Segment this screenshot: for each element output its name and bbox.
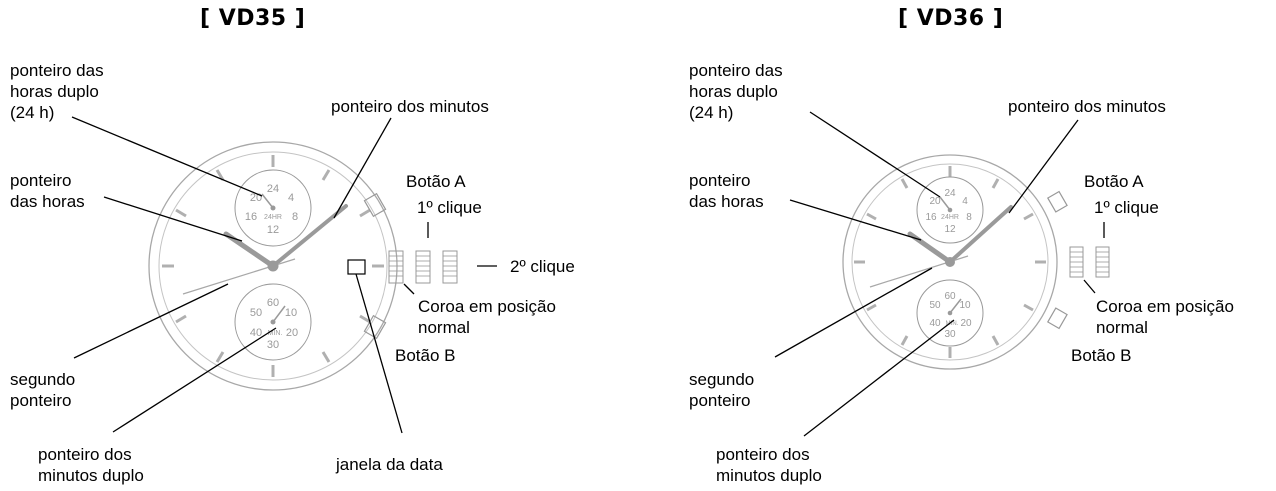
- dual-minute-hand: [272, 305, 286, 323]
- subdial-top-center: 24HR: [264, 214, 282, 221]
- subdial-bottom-10: 10: [285, 307, 297, 319]
- subdial-top-12: 12: [267, 224, 279, 236]
- subdial-bottom-40: 40: [929, 318, 941, 329]
- subdial-minutes-ring: [234, 283, 312, 361]
- center-pin: [945, 257, 955, 267]
- subdial-24h-ring: [234, 169, 312, 247]
- subdial-bottom-60: 60: [267, 297, 279, 309]
- subdial-bottom-40: 40: [250, 327, 262, 339]
- crown-positions: [388, 250, 458, 284]
- minute-hand: [948, 205, 1013, 264]
- label-hour-hand: ponteiro das horas: [689, 171, 764, 211]
- dual-hour-hand: [939, 196, 951, 211]
- subdial-bottom-10: 10: [959, 300, 971, 311]
- watch-diagram-vd35: 24 20 4 16 8 12 24HR 60 50 10 40 20 30 M…: [71, 116, 497, 434]
- button-b-shape: [1046, 307, 1068, 330]
- label-second-hand: segundo ponteiro: [689, 370, 755, 410]
- subdial-bottom-50: 50: [929, 300, 941, 311]
- subdial-top-20: 20: [929, 196, 941, 207]
- minute-hand: [271, 204, 348, 268]
- leader-lines: [71, 116, 497, 434]
- label-crown-normal: Coroa em posição normal: [418, 297, 556, 337]
- dual-minute-hand: [949, 298, 962, 314]
- label-dual-minute-hand: ponteiro dos minutos duplo: [38, 445, 144, 485]
- label-button-b: Botão B: [1071, 346, 1132, 365]
- subdial-top-16: 16: [925, 212, 937, 223]
- date-window-shape: [347, 259, 366, 275]
- subdial-24h-ring: [916, 176, 984, 244]
- subdial-top-4: 4: [962, 196, 968, 207]
- subdial-top-24: 24: [267, 183, 279, 195]
- center-pin: [267, 260, 279, 272]
- label-crown-normal: Coroa em posição normal: [1096, 297, 1234, 337]
- label-dual-hour-hand: ponteiro das horas duplo (24 h): [10, 61, 104, 122]
- hour-markers: [854, 166, 1046, 358]
- panel-title: [ VD35 ]: [200, 6, 306, 31]
- watch-diagram-vd36: 24 20 4 16 8 12 24HR 60 50 10 40 20 30 M…: [774, 111, 1110, 437]
- hour-markers: [162, 155, 384, 377]
- subdial-bottom-60: 60: [944, 291, 956, 302]
- label-second-hand: segundo ponteiro: [10, 370, 76, 410]
- label-button-b: Botão B: [395, 346, 456, 365]
- button-a-shape: [363, 192, 387, 218]
- label-click-1: 1º clique: [417, 198, 482, 217]
- subdial-minutes-ring: [916, 279, 984, 347]
- subdial-top-4: 4: [288, 192, 294, 204]
- subdial-bottom-center: MIN.: [946, 321, 959, 327]
- subdial-top-center: 24HR: [941, 214, 959, 221]
- subdial-bottom-30: 30: [944, 329, 956, 340]
- label-click-1: 1º clique: [1094, 198, 1159, 217]
- dual-hour-hand: [261, 193, 274, 209]
- panel-vd35: 24 20 4 16 8 12 24HR 60 50 10 40 20 30 M…: [10, 6, 575, 485]
- watch-dial: [851, 163, 1049, 361]
- label-dual-minute-hand: ponteiro dos minutos duplo: [716, 445, 822, 485]
- subdial-top-12: 12: [944, 224, 956, 235]
- watch-case: [842, 154, 1058, 370]
- leader-lines: [774, 111, 1105, 437]
- hour-hand: [223, 231, 276, 269]
- subdial-top-24: 24: [944, 188, 956, 199]
- subdial-bottom-20: 20: [960, 318, 972, 329]
- label-minute-hand: ponteiro dos minutos: [331, 97, 489, 116]
- button-a-shape: [1046, 190, 1068, 213]
- subdial-bottom-20: 20: [286, 327, 298, 339]
- panel-title: [ VD36 ]: [898, 6, 1004, 31]
- label-hour-hand: ponteiro das horas: [10, 171, 85, 211]
- label-minute-hand: ponteiro dos minutos: [1008, 97, 1166, 116]
- subdial-top-16: 16: [245, 211, 257, 223]
- watch-dial: [158, 151, 388, 381]
- panel-vd36: 24 20 4 16 8 12 24HR 60 50 10 40 20 30 M…: [638, 0, 1276, 491]
- subdial-top-8: 8: [292, 211, 298, 223]
- subdial-bottom-30: 30: [267, 339, 279, 351]
- label-date-window: janela da data: [336, 455, 443, 474]
- crown-positions: [1069, 246, 1110, 278]
- label-click-2: 2º clique: [510, 257, 575, 276]
- label-dual-hour-hand: ponteiro das horas duplo (24 h): [689, 61, 783, 122]
- label-button-a: Botão A: [1084, 172, 1144, 191]
- button-b-shape: [363, 314, 387, 340]
- subdial-bottom-50: 50: [250, 307, 262, 319]
- subdial-top-8: 8: [966, 212, 972, 223]
- subdial-bottom-center: MIN.: [268, 330, 283, 337]
- label-button-a: Botão A: [406, 172, 466, 191]
